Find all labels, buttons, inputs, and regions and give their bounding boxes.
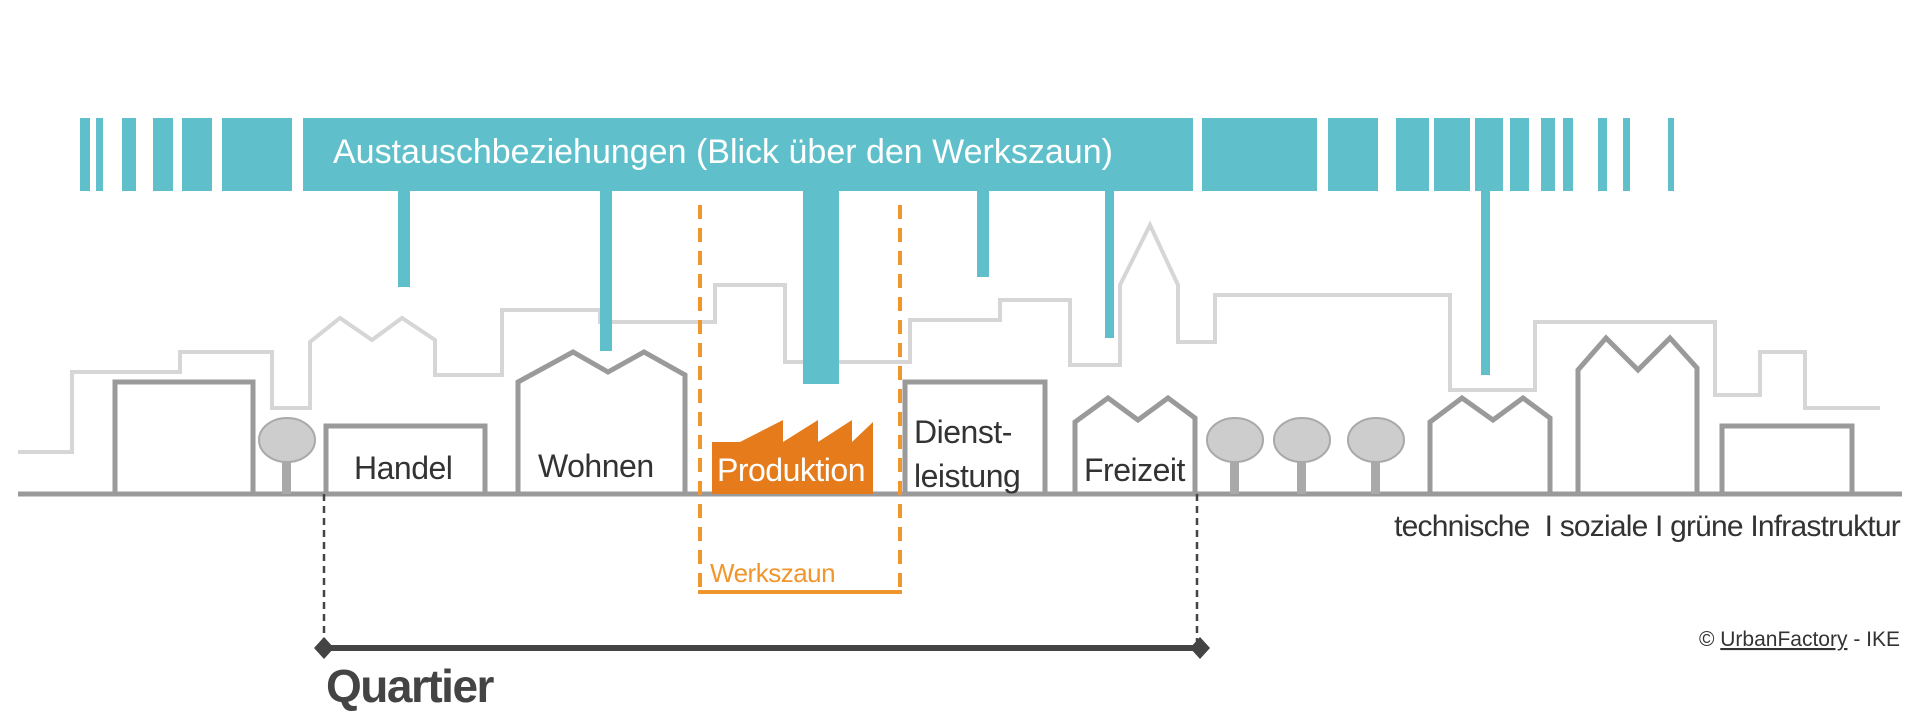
label-dienstleistung-line2: leistung [914,458,1020,494]
credit-brand: UrbanFactory [1720,628,1848,651]
building-house-right2 [1575,334,1700,494]
tree-icon [258,417,316,494]
building-right-box [1719,423,1855,497]
background-skyline [18,220,1880,454]
factory-icon [712,420,873,494]
exchange-drop-lines [398,191,1490,384]
label-handel: Handel [354,450,452,486]
building-freizeit [1072,394,1198,494]
label-quartier: Quartier [326,660,495,712]
label-wohnen: Wohnen [538,448,654,484]
tree-icon [1206,417,1264,494]
credit: © UrbanFactory - IKE [1699,628,1900,651]
label-dienstleistung-line1: Dienst- [914,414,1012,450]
building-wohnen [485,349,688,497]
quartier-right-diamond [1190,637,1210,659]
building-left-box [112,379,256,497]
tree-icon [1347,417,1405,494]
exchange-bars [80,118,1674,191]
label-werkszaun: Werkszaun [710,558,835,588]
banner-label: Austauschbeziehungen (Blick über den Wer… [333,133,1113,171]
building-house-right1 [1427,394,1553,494]
label-produktion: Produktion [717,452,865,488]
building-handel [323,423,488,494]
exchange-banner [303,118,1193,191]
label-infrastructure: technische I soziale I grüne Infrastrukt… [1394,510,1901,543]
building-dienstleistung [902,379,1048,494]
quartier-left-diamond [314,637,334,659]
label-freizeit: Freizeit [1084,452,1186,488]
credit-prefix: © [1699,628,1720,651]
tree-icon [1273,417,1331,494]
credit-suffix: - IKE [1847,628,1900,651]
